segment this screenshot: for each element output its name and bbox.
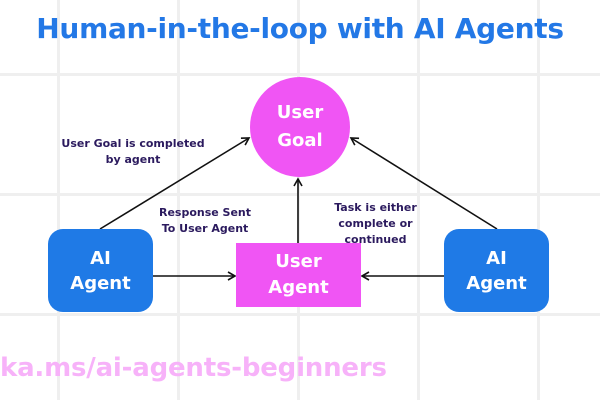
label-line: by agent	[105, 153, 161, 166]
node-label: Agent	[70, 272, 131, 294]
label-line: complete or	[338, 217, 413, 230]
ai-agent-right-node: AI Agent	[444, 229, 549, 312]
node-label: AI	[486, 247, 507, 269]
grid-line	[0, 193, 600, 196]
node-label: Agent	[268, 277, 329, 298]
grid-line	[0, 313, 600, 316]
grid-line	[537, 0, 540, 400]
diagram-title: Human-in-the-loop with AI Agents	[36, 12, 564, 45]
grid-line	[0, 73, 600, 76]
edge-label-task-status: Task is either complete or continued	[328, 200, 423, 248]
footer-link[interactable]: ka.ms/ai-agents-beginners	[0, 353, 387, 383]
ai-agent-left-node: AI Agent	[48, 229, 153, 312]
grid-line	[57, 0, 60, 400]
label-line: continued	[344, 233, 407, 246]
edge-label-goal-completed: User Goal is completed by agent	[58, 136, 208, 168]
grid-line	[417, 0, 420, 400]
node-label: Agent	[466, 272, 527, 294]
user-goal-node: User Goal	[250, 77, 350, 177]
edge-label-response-sent: Response Sent To User Agent	[150, 205, 260, 237]
user-agent-node: User Agent	[236, 243, 361, 307]
node-label: User	[275, 251, 322, 272]
label-line: User Goal is completed	[61, 137, 205, 150]
node-label: AI	[90, 247, 111, 269]
edge-left-agent-to-goal	[99, 137, 251, 230]
node-label: Goal	[277, 130, 323, 151]
node-label: User	[276, 102, 324, 123]
grid-line	[177, 0, 180, 400]
label-line: To User Agent	[161, 222, 249, 235]
label-line: Task is either	[334, 201, 417, 214]
edge-right-agent-to-goal	[349, 137, 498, 230]
label-line: Response Sent	[158, 206, 252, 219]
